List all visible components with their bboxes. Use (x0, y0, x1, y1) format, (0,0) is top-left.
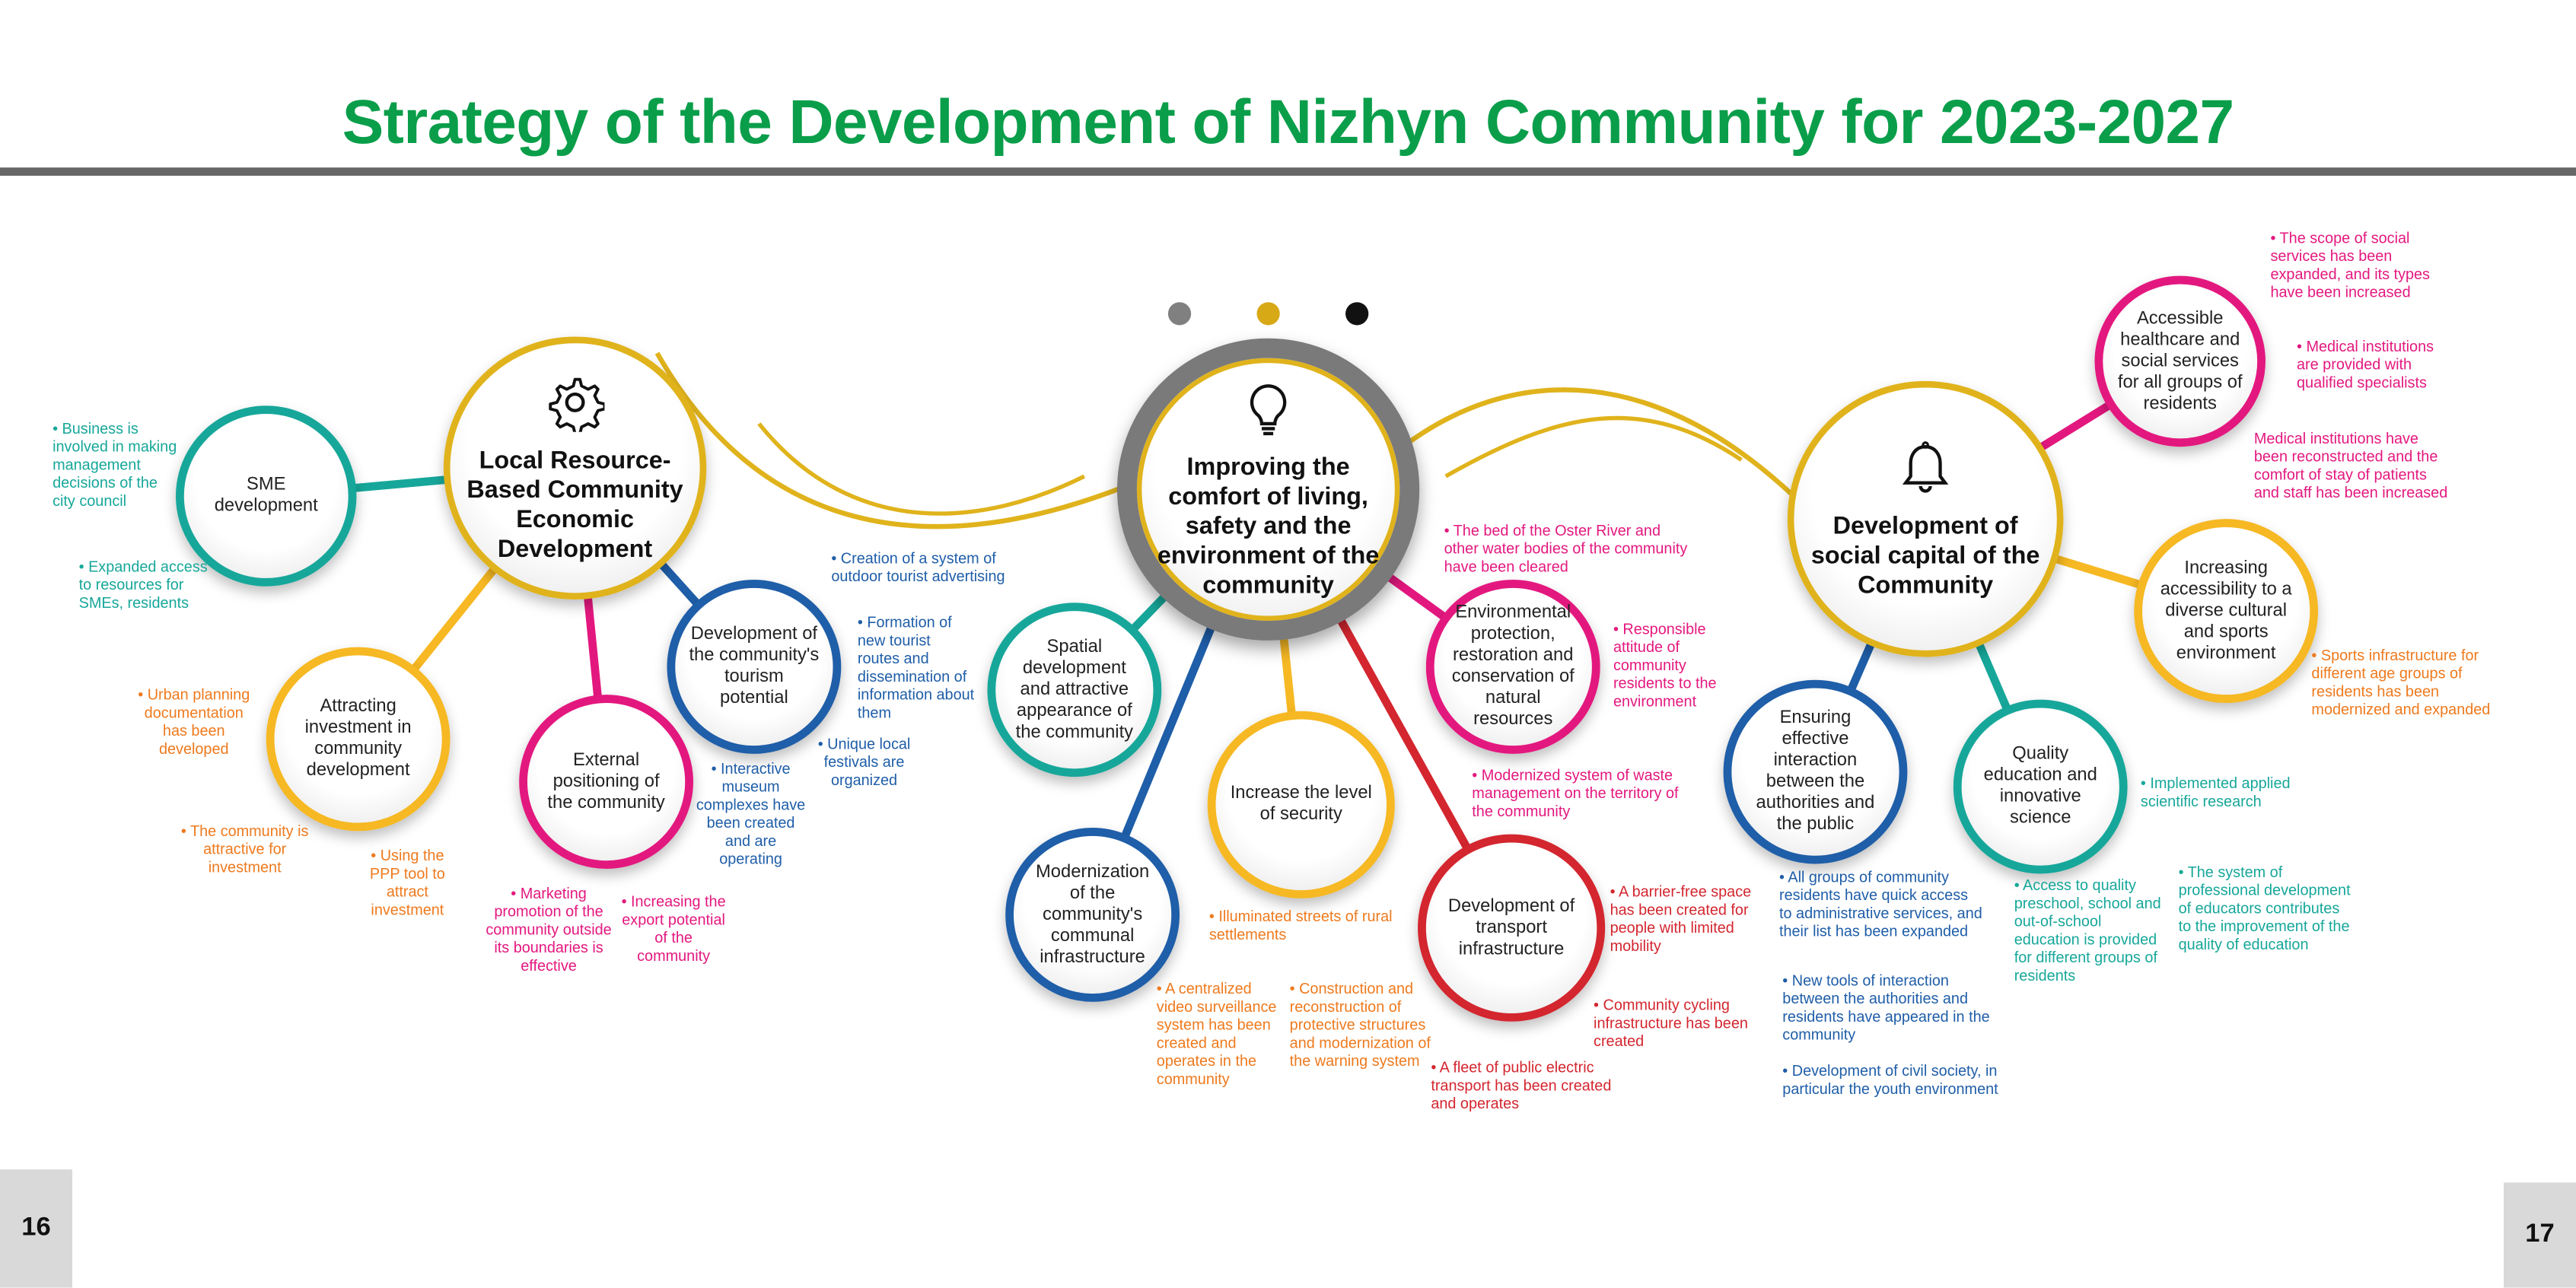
result-note: • Unique local festivals are organized (817, 736, 911, 789)
page-title: Strategy of the Development of Nizhyn Co… (342, 88, 2235, 158)
decor-dot-gray (1167, 302, 1192, 326)
goal-health: Accessible healthcare and social service… (2094, 275, 2266, 447)
decor-dot-gold (1256, 302, 1280, 326)
result-note: • Marketing promotion of the community o… (486, 885, 612, 975)
goal-label: Increasing accessibility to a diverse cu… (2160, 557, 2292, 663)
result-note: • Community cycling infrastructure has b… (1594, 997, 1748, 1050)
result-note: • New tools of interaction between the a… (1782, 972, 1990, 1043)
goal-tourism: Development of the community's tourism p… (667, 580, 842, 754)
result-note: • Illuminated streets of rural settlemen… (1208, 908, 1393, 943)
goal-label: Development of transport infrastructure (1447, 895, 1575, 959)
goal-education: Quality education and innovative science (1953, 699, 2128, 874)
pillar-social: Development of social capital of the Com… (1787, 380, 2064, 657)
result-note: • The community is attractive for invest… (180, 822, 309, 876)
pillar-label: Improving the comfort of living, safety … (1157, 452, 1380, 599)
decor-curve (757, 422, 1086, 516)
result-note: • Development of civil society, in parti… (1782, 1062, 1998, 1098)
decor-curve (654, 351, 1151, 530)
title-divider (0, 167, 2576, 176)
goal-label: External positioning of the community (547, 749, 665, 813)
goal-label: Modernization of the community's communa… (1036, 861, 1150, 967)
goal-culture: Increasing accessibility to a diverse cu… (2134, 519, 2319, 703)
result-note: • A barrier-free space has been created … (1610, 883, 1752, 955)
goal-label: Ensuring effective interaction between t… (1756, 708, 1875, 835)
pillar-comfort: Improving the comfort of living, safety … (1116, 338, 1420, 641)
goal-sme: SME development (175, 405, 357, 587)
result-note: • Increasing the export potential of the… (621, 893, 726, 965)
decor-curve (1394, 387, 1809, 511)
goal-security: Increase the level of security (1207, 711, 1395, 898)
goal-external: External positioning of the community (519, 695, 694, 870)
result-note: • Sports infrastructure for different ag… (2311, 647, 2491, 718)
result-note: • Creation of a system of outdoor touris… (831, 550, 1005, 585)
decor-dot-black (1345, 302, 1369, 326)
goal-label: Development of the community's tourism p… (689, 624, 820, 708)
goal-label: Attracting investment in community devel… (304, 696, 412, 781)
bell-icon (1896, 437, 1955, 511)
result-note: • Access to quality preschool, school an… (2014, 876, 2161, 984)
goal-spatial: Spatial development and attractive appea… (987, 603, 1162, 778)
result-note: • All groups of community residents have… (1778, 869, 1982, 940)
result-note: • Modernized system of waste management … (1472, 767, 1679, 820)
goal-label: Accessible healthcare and social service… (2117, 307, 2243, 413)
lightbulb-icon (1239, 379, 1298, 453)
result-note: • A centralized video surveillance syste… (1156, 980, 1277, 1088)
result-note: • Formation of new tourist routes and di… (857, 614, 975, 721)
goal-communal: Modernization of the community's communa… (1005, 828, 1180, 1002)
result-note: • Using the PPP tool to attract investme… (369, 847, 445, 918)
result-note: • Business is involved in making managem… (53, 420, 177, 510)
pillar-label: Development of social capital of the Com… (1810, 511, 2040, 599)
page-number-left: 16 (0, 1169, 72, 1288)
result-note: Medical institutions have been reconstru… (2253, 430, 2448, 501)
result-note: • The bed of the Oster River and other w… (1444, 522, 1688, 575)
pillar-label: Local Resource-Based Community Economic … (466, 446, 683, 563)
goal-interaction: Ensuring effective interaction between t… (1723, 679, 1908, 864)
goal-label: Environmental protection, restoration an… (1451, 603, 1575, 730)
result-note: • The scope of social services has been … (2270, 230, 2430, 301)
result-note: • Responsible attitude of community resi… (1613, 621, 1717, 710)
result-note: • Expanded access to resources for SMEs,… (78, 558, 208, 612)
goal-invest: Attracting investment in community devel… (266, 647, 451, 832)
goal-label: Quality education and innovative science (1983, 743, 2097, 828)
result-note: • Construction and reconstruction of pro… (1289, 980, 1431, 1070)
result-note: • Medical institutions are provided with… (2297, 338, 2434, 391)
result-note: • The system of professional development… (2178, 863, 2351, 953)
result-note: • Urban planning documentation has been … (138, 686, 250, 758)
decor-curve (1444, 415, 1743, 479)
page-number-right: 17 (2504, 1182, 2576, 1288)
goal-label: SME development (214, 474, 318, 516)
goal-env: Environmental protection, restoration an… (1425, 580, 1600, 754)
result-note: • Interactive museum complexes have been… (696, 760, 806, 867)
result-note: • A fleet of public electric transport h… (1431, 1059, 1612, 1112)
result-note: • Implemented applied scientific researc… (2140, 774, 2291, 810)
goal-label: Increase the level of security (1230, 783, 1372, 825)
gear-icon (546, 372, 607, 446)
pillar-local: Local Resource-Based Community Economic … (443, 336, 707, 599)
goal-label: Spatial development and attractive appea… (1015, 636, 1134, 742)
goal-transport: Development of transport infrastructure (1418, 834, 1606, 1022)
